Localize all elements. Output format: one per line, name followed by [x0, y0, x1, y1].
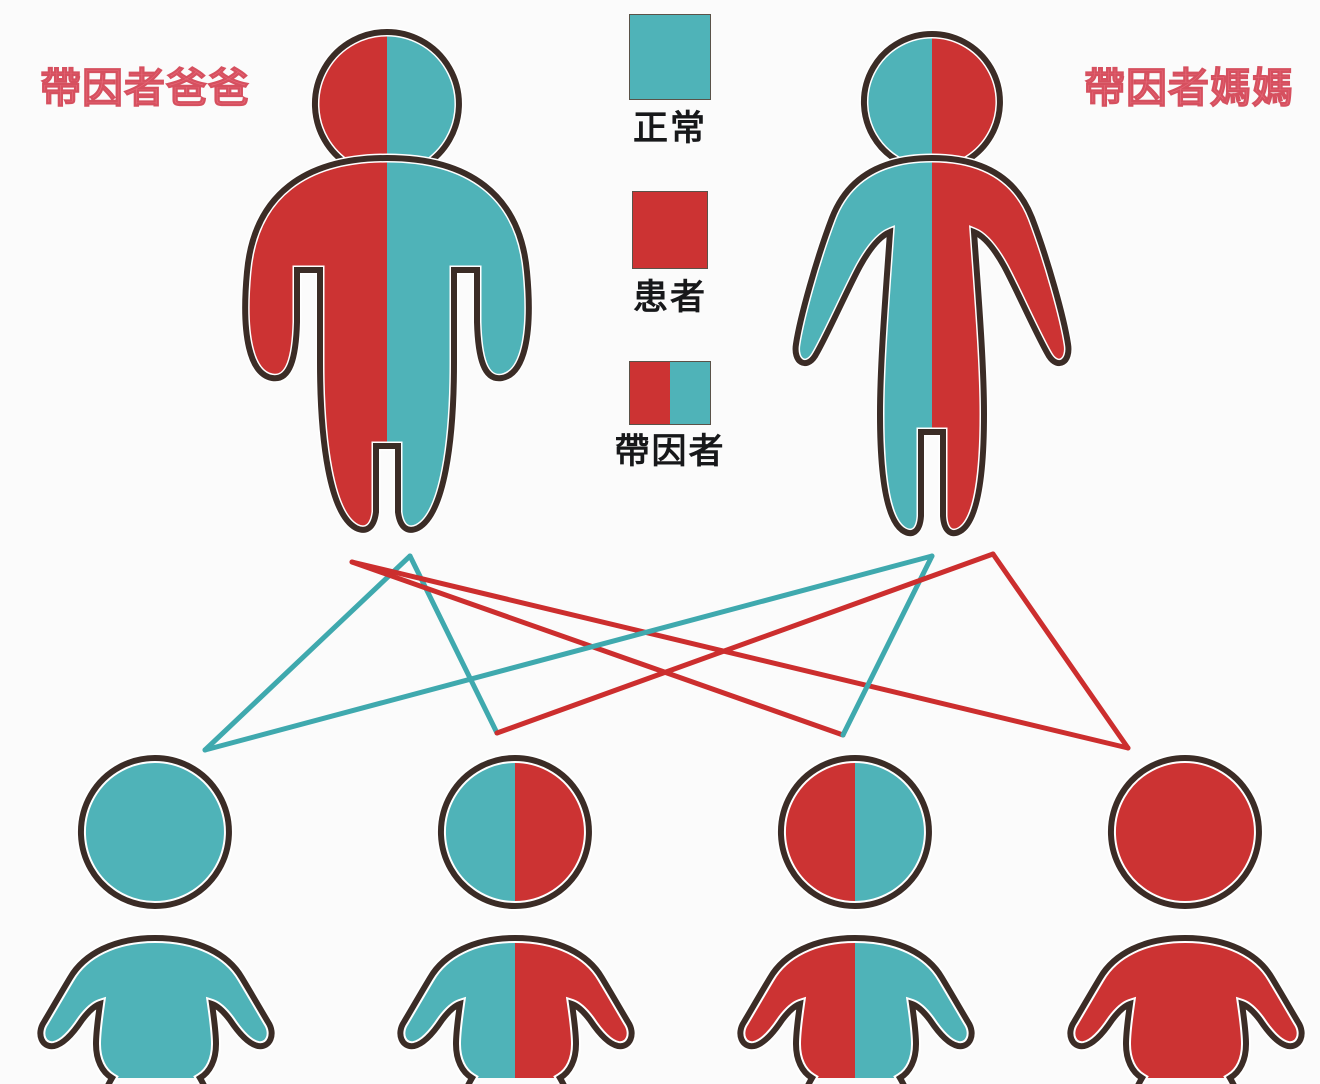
mother-label: 帶因者媽媽	[1084, 65, 1294, 112]
child-4-body	[1070, 938, 1301, 1084]
legend-swatch-normal	[629, 14, 711, 100]
figure-child-2	[390, 742, 640, 1078]
figure-mother	[792, 22, 1072, 552]
inheritance-line-father-to-child-2	[407, 553, 500, 736]
inheritance-line-father-to-child-1	[202, 553, 413, 753]
legend-swatch-carrier	[629, 361, 711, 425]
figure-father	[232, 22, 542, 552]
father-body	[245, 158, 529, 530]
child-1-body	[40, 938, 271, 1084]
child-3-head	[781, 758, 929, 906]
legend-swatch-normal-right	[670, 15, 710, 99]
inheritance-line-mother-to-child-2	[494, 551, 996, 736]
child-3-body	[740, 938, 971, 1084]
child-2-head	[441, 758, 589, 906]
inheritance-line-mother-to-child-3	[840, 553, 935, 738]
legend-item-normal: 正常	[600, 14, 740, 149]
legend-swatch-carrier-left	[630, 362, 670, 424]
child-1-head	[81, 758, 229, 906]
legend-swatch-normal-left	[630, 15, 670, 99]
child-4-head	[1111, 758, 1259, 906]
legend-item-affected: 患者	[600, 190, 740, 318]
inheritance-line-mother-to-child-1	[202, 553, 935, 753]
legend-swatch-carrier-right	[670, 362, 710, 424]
mother-body	[796, 158, 1069, 533]
father-label: 帶因者爸爸	[40, 65, 250, 112]
child-2-body	[400, 938, 631, 1084]
figure-child-4	[1060, 742, 1310, 1078]
legend-label-affected: 患者	[632, 277, 707, 317]
inheritance-line-father-to-child-4	[349, 559, 1131, 751]
legend-swatch-affected	[632, 190, 708, 269]
legend-label-normal: 正常	[632, 109, 707, 148]
legend-swatch-affected-left	[633, 191, 670, 268]
legend-swatch-affected-right	[670, 191, 707, 268]
inheritance-line-father-to-child-3	[349, 559, 846, 738]
legend-label-carrier: 帶因者	[614, 432, 726, 471]
mother-head	[864, 34, 1000, 170]
legend: 正常 患者 帶因者	[600, 14, 740, 484]
legend-item-carrier: 帶因者	[600, 361, 740, 472]
inheritance-line-mother-to-child-4	[990, 551, 1131, 751]
figure-child-3	[730, 742, 980, 1078]
figure-child-1	[30, 742, 280, 1078]
